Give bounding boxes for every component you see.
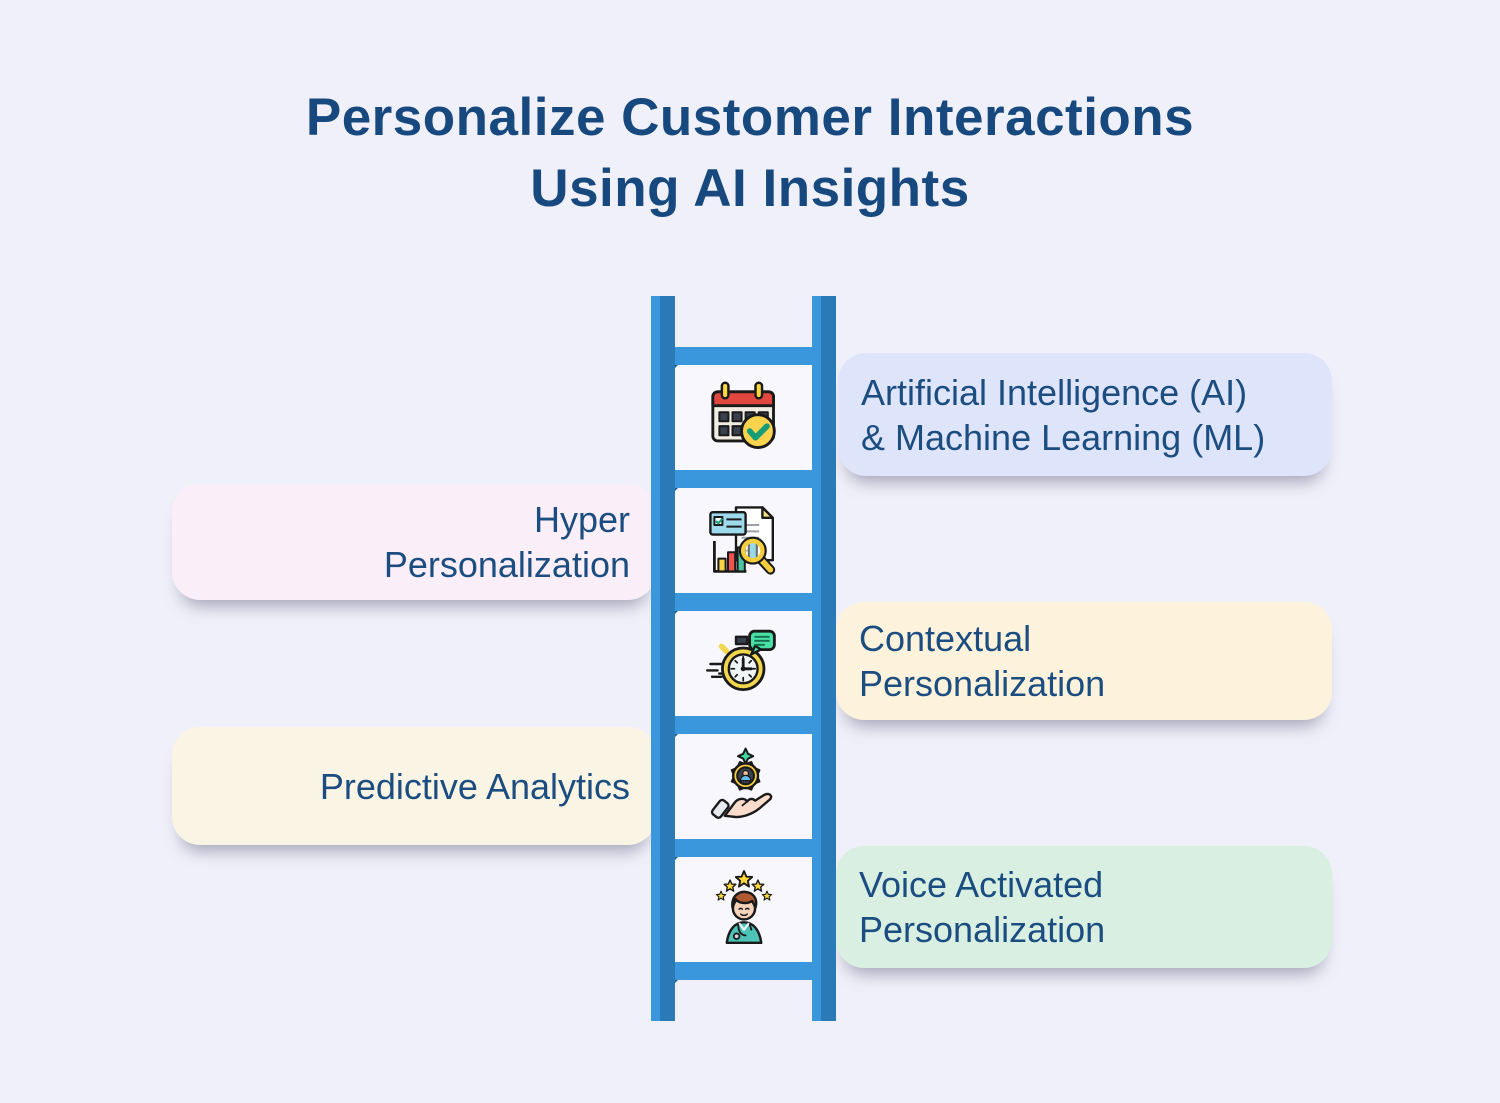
page-title-line2: Using AI Insights — [530, 159, 970, 218]
label-text: Contextual — [859, 618, 1032, 659]
calendar-check-icon — [710, 381, 776, 449]
label-text: Voice Activated — [859, 864, 1104, 905]
ladder-rung — [659, 839, 824, 857]
icon-cell-2 — [675, 488, 812, 593]
ladder-rung — [659, 962, 824, 980]
stopwatch-chat-icon — [705, 629, 776, 691]
label-box-contextual-personalization: Contextual Personalization — [836, 602, 1332, 720]
page-title: Personalize Customer Interactions Using … — [0, 82, 1500, 224]
ladder-rail-right — [812, 296, 836, 1021]
ladder-rail-left — [651, 296, 675, 1021]
label-text: Personalization — [383, 544, 630, 585]
label-box-ai-ml: Artificial Intelligence (AI) & Machine L… — [838, 353, 1332, 476]
report-analysis-icon — [708, 505, 775, 575]
label-box-predictive-analytics: Predictive Analytics — [172, 727, 656, 845]
label-text: Artificial Intelligence (AI) — [861, 371, 1248, 413]
label-text: Predictive Analytics — [319, 765, 630, 807]
icon-cell-4 — [675, 734, 812, 839]
ladder-rung — [659, 347, 824, 365]
ladder-rung — [659, 470, 824, 488]
ladder-rung — [659, 716, 824, 734]
ladder-rung — [659, 593, 824, 611]
label-text: Hyper — [533, 499, 630, 540]
icon-cell-3 — [675, 611, 812, 716]
person-stars-icon — [715, 869, 772, 944]
label-text: & Machine Learning (ML) — [861, 416, 1266, 458]
label-box-voice-personalization: Voice Activated Personalization — [836, 846, 1332, 968]
page-title-line1: Personalize Customer Interactions — [305, 88, 1195, 147]
label-text: Personalization — [859, 909, 1106, 950]
icon-cell-1 — [675, 365, 812, 470]
hand-gear-icon — [710, 747, 772, 819]
icon-cell-5 — [675, 857, 812, 962]
label-text: Personalization — [859, 663, 1106, 704]
label-box-hyper-personalization: Hyper Personalization — [172, 484, 656, 600]
